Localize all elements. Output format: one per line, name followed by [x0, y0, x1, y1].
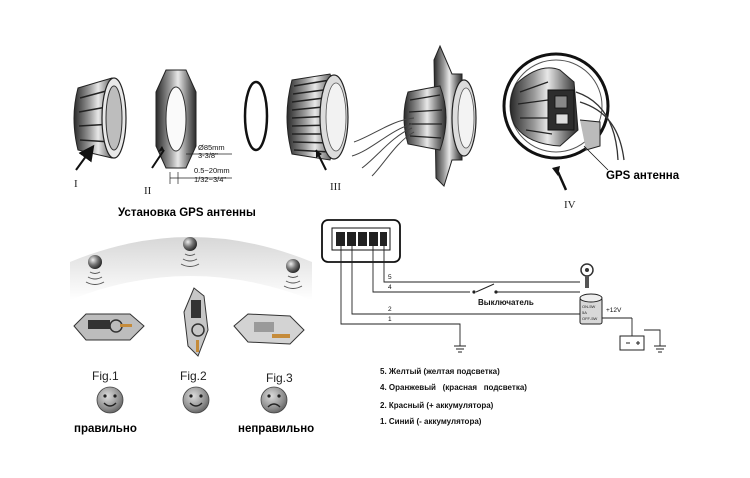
switch-icon	[470, 281, 580, 294]
wire-legend-2: 2. Красный (+ аккумулятора)	[380, 401, 494, 410]
fig2-label: Fig.2	[180, 369, 207, 383]
wire-legend-1: 1. Синий (- аккумулятора)	[380, 417, 482, 426]
incorrect-label: неправильно	[238, 423, 314, 435]
o-ring	[243, 80, 269, 152]
fig1-antenna-horizontal	[73, 313, 145, 341]
part-iv-label: IV	[564, 199, 576, 211]
fig3-label: Fig.3	[266, 371, 293, 385]
assembled-antenna	[351, 44, 477, 187]
satellite-icon	[183, 237, 197, 251]
installation-caption: Установка GPS антенны	[118, 207, 256, 219]
satellite-icon	[88, 255, 102, 269]
fuse-line-1: ON-5W	[582, 304, 596, 309]
thickness-label: 0.5~20mm	[194, 166, 230, 175]
wire-legend-4: 4. Оранжевый (красная подсветка)	[380, 383, 527, 392]
satellite-icon	[286, 259, 300, 273]
battery-icon	[619, 335, 645, 351]
wire-legend-5: 5. Желтый (желтая подсветка)	[380, 367, 500, 376]
smiley-happy-icon	[96, 386, 124, 414]
wire-2-number: 2	[388, 306, 392, 313]
part-i-nut: I	[73, 77, 127, 190]
part-ii-gasket: II Ø85mm 3-3/8" 0.5~20mm 1/32~3/4"	[144, 69, 232, 197]
wire-4-number: 4	[388, 284, 392, 291]
ground-icon	[654, 345, 666, 353]
thickness-label-inch: 1/32~3/4"	[194, 175, 226, 184]
wire-5-number: 5	[388, 274, 392, 281]
ground-icon	[454, 345, 466, 353]
sky-arc	[70, 237, 312, 300]
correct-label: правильно	[74, 423, 137, 435]
fuse-line-3: OFF-5W	[582, 316, 598, 321]
plus-12v-label: +12V	[606, 307, 622, 314]
part-i-label: I	[74, 178, 78, 190]
part-iii-threaded-housing: III	[286, 73, 349, 193]
smiley-sad-icon	[260, 386, 288, 414]
fuse-line-2: 5A	[582, 310, 587, 315]
fig3-antenna-inverted	[233, 313, 305, 345]
gps-antenna-label: GPS антенна	[606, 170, 680, 182]
part-ii-label: II	[144, 185, 152, 197]
connector-pins	[336, 232, 387, 246]
switch-label: Выключатель	[478, 298, 534, 307]
placement-section: Fig.1 Fig.2 Fig.3 правильно неправильно	[70, 237, 314, 435]
part-iii-label: III	[330, 181, 341, 193]
fig2-antenna-vertical	[183, 287, 209, 357]
wiring-diagram: 5 4 2 1 Выключатель ON-5W 5A OFF-5W	[321, 219, 666, 426]
diameter-label-inch: 3-3/8"	[198, 151, 218, 160]
wire-1-number: 1	[388, 316, 392, 323]
smiley-happy-icon	[182, 386, 210, 414]
fuse-box: ON-5W 5A OFF-5W	[579, 293, 603, 325]
ignition-key-icon	[580, 263, 594, 288]
fig1-label: Fig.1	[92, 369, 119, 383]
part-iv-rear-view: GPS антенна IV	[502, 52, 680, 211]
diameter-label: Ø85mm	[198, 143, 225, 152]
